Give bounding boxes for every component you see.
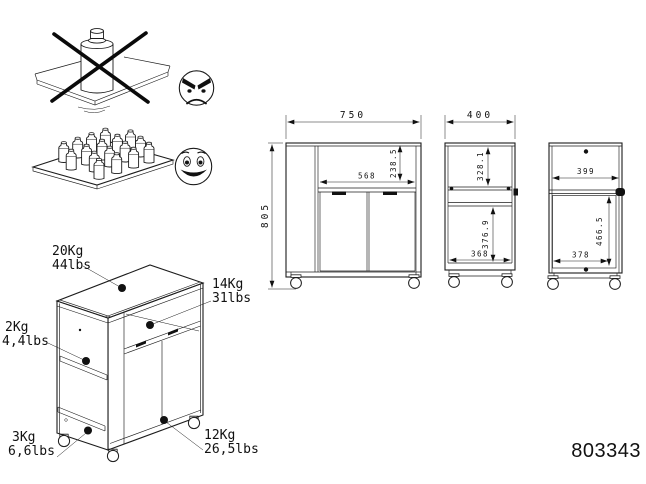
bottom-shelf [57, 406, 106, 432]
caster-wheel [448, 273, 460, 288]
caster-wheel [187, 415, 201, 430]
bottom-shelf-kg-label: 3Kg [12, 430, 35, 445]
correct-load-illustration [31, 127, 175, 190]
load-point-top [118, 284, 126, 292]
rear-door-handle [615, 188, 625, 196]
weight-labels: 20Kg 44lbs 14Kg 31lbs 2Kg 4,4lbs 3Kg 6,6… [2, 244, 259, 459]
door-handle-side [513, 188, 518, 196]
part-number: 803343 [571, 440, 641, 462]
dim-upper-panel-width: 399 [577, 167, 595, 176]
caster-wheel [57, 433, 71, 448]
cabinet-lbs-label: 26,5lbs [204, 442, 259, 457]
left-door-handle-front [332, 191, 346, 195]
dim-lower-inner-height: 376.9 [481, 219, 490, 249]
dim-upper-inner-height: 328.1 [476, 151, 485, 181]
caster-wheel [408, 274, 420, 289]
bottom-shelf-lbs-label: 6,6lbs [8, 444, 55, 459]
dim-niche-width: 568 [358, 172, 376, 181]
microwave-shelf-kg-label: 14Kg [212, 277, 243, 292]
front-view-drawing: 750 805 568 238.5 [260, 110, 422, 290]
cart-top-face [55, 264, 205, 319]
rear-door [552, 195, 617, 269]
dim-door-height: 466.5 [595, 216, 604, 246]
caster-wheel [609, 275, 621, 290]
dim-inner-depth: 368 [471, 250, 489, 259]
load-point-side-shelf [82, 357, 90, 365]
load-point-microwave-shelf [146, 321, 154, 329]
top-surface-lbs-label: 44lbs [52, 258, 91, 273]
side-shelf-lbs-label: 4,4lbs [2, 334, 49, 349]
top-surface-kg-label: 20Kg [52, 244, 83, 259]
caster-wheel [106, 448, 120, 463]
side-view-drawing: 400 328.1 376.9 368 [444, 110, 518, 288]
sagging-shelf-board [34, 56, 171, 113]
load-point-bottom-shelf [84, 426, 92, 435]
caster-wheel [501, 273, 513, 288]
cabinet-kg-label: 12Kg [204, 428, 235, 443]
dim-door-width: 378 [572, 251, 590, 260]
side-shelf [59, 355, 108, 381]
dim-overall-width: 750 [340, 110, 366, 121]
caster-wheel [547, 275, 559, 290]
right-door-handle [168, 328, 178, 336]
microwave-shelf-lbs-label: 31lbs [212, 291, 251, 306]
happy-face-icon [174, 147, 213, 186]
dim-depth: 400 [467, 110, 493, 121]
right-door-handle-front [383, 191, 397, 195]
left-door-handle [136, 340, 146, 348]
prohibition-cross-icon [50, 31, 150, 104]
caster-wheel [290, 274, 302, 289]
side-shelf-kg-label: 2Kg [5, 320, 28, 335]
cart-3d-drawing [47, 264, 212, 463]
cart-side-face [56, 300, 109, 451]
dim-niche-height: 238.5 [389, 148, 398, 178]
wrong-load-illustration [34, 28, 171, 113]
angry-face-icon [178, 70, 215, 106]
leader-lines [47, 265, 212, 458]
dim-overall-height: 805 [260, 202, 271, 228]
rear-view-drawing: 399 466.5 378 [547, 142, 625, 290]
